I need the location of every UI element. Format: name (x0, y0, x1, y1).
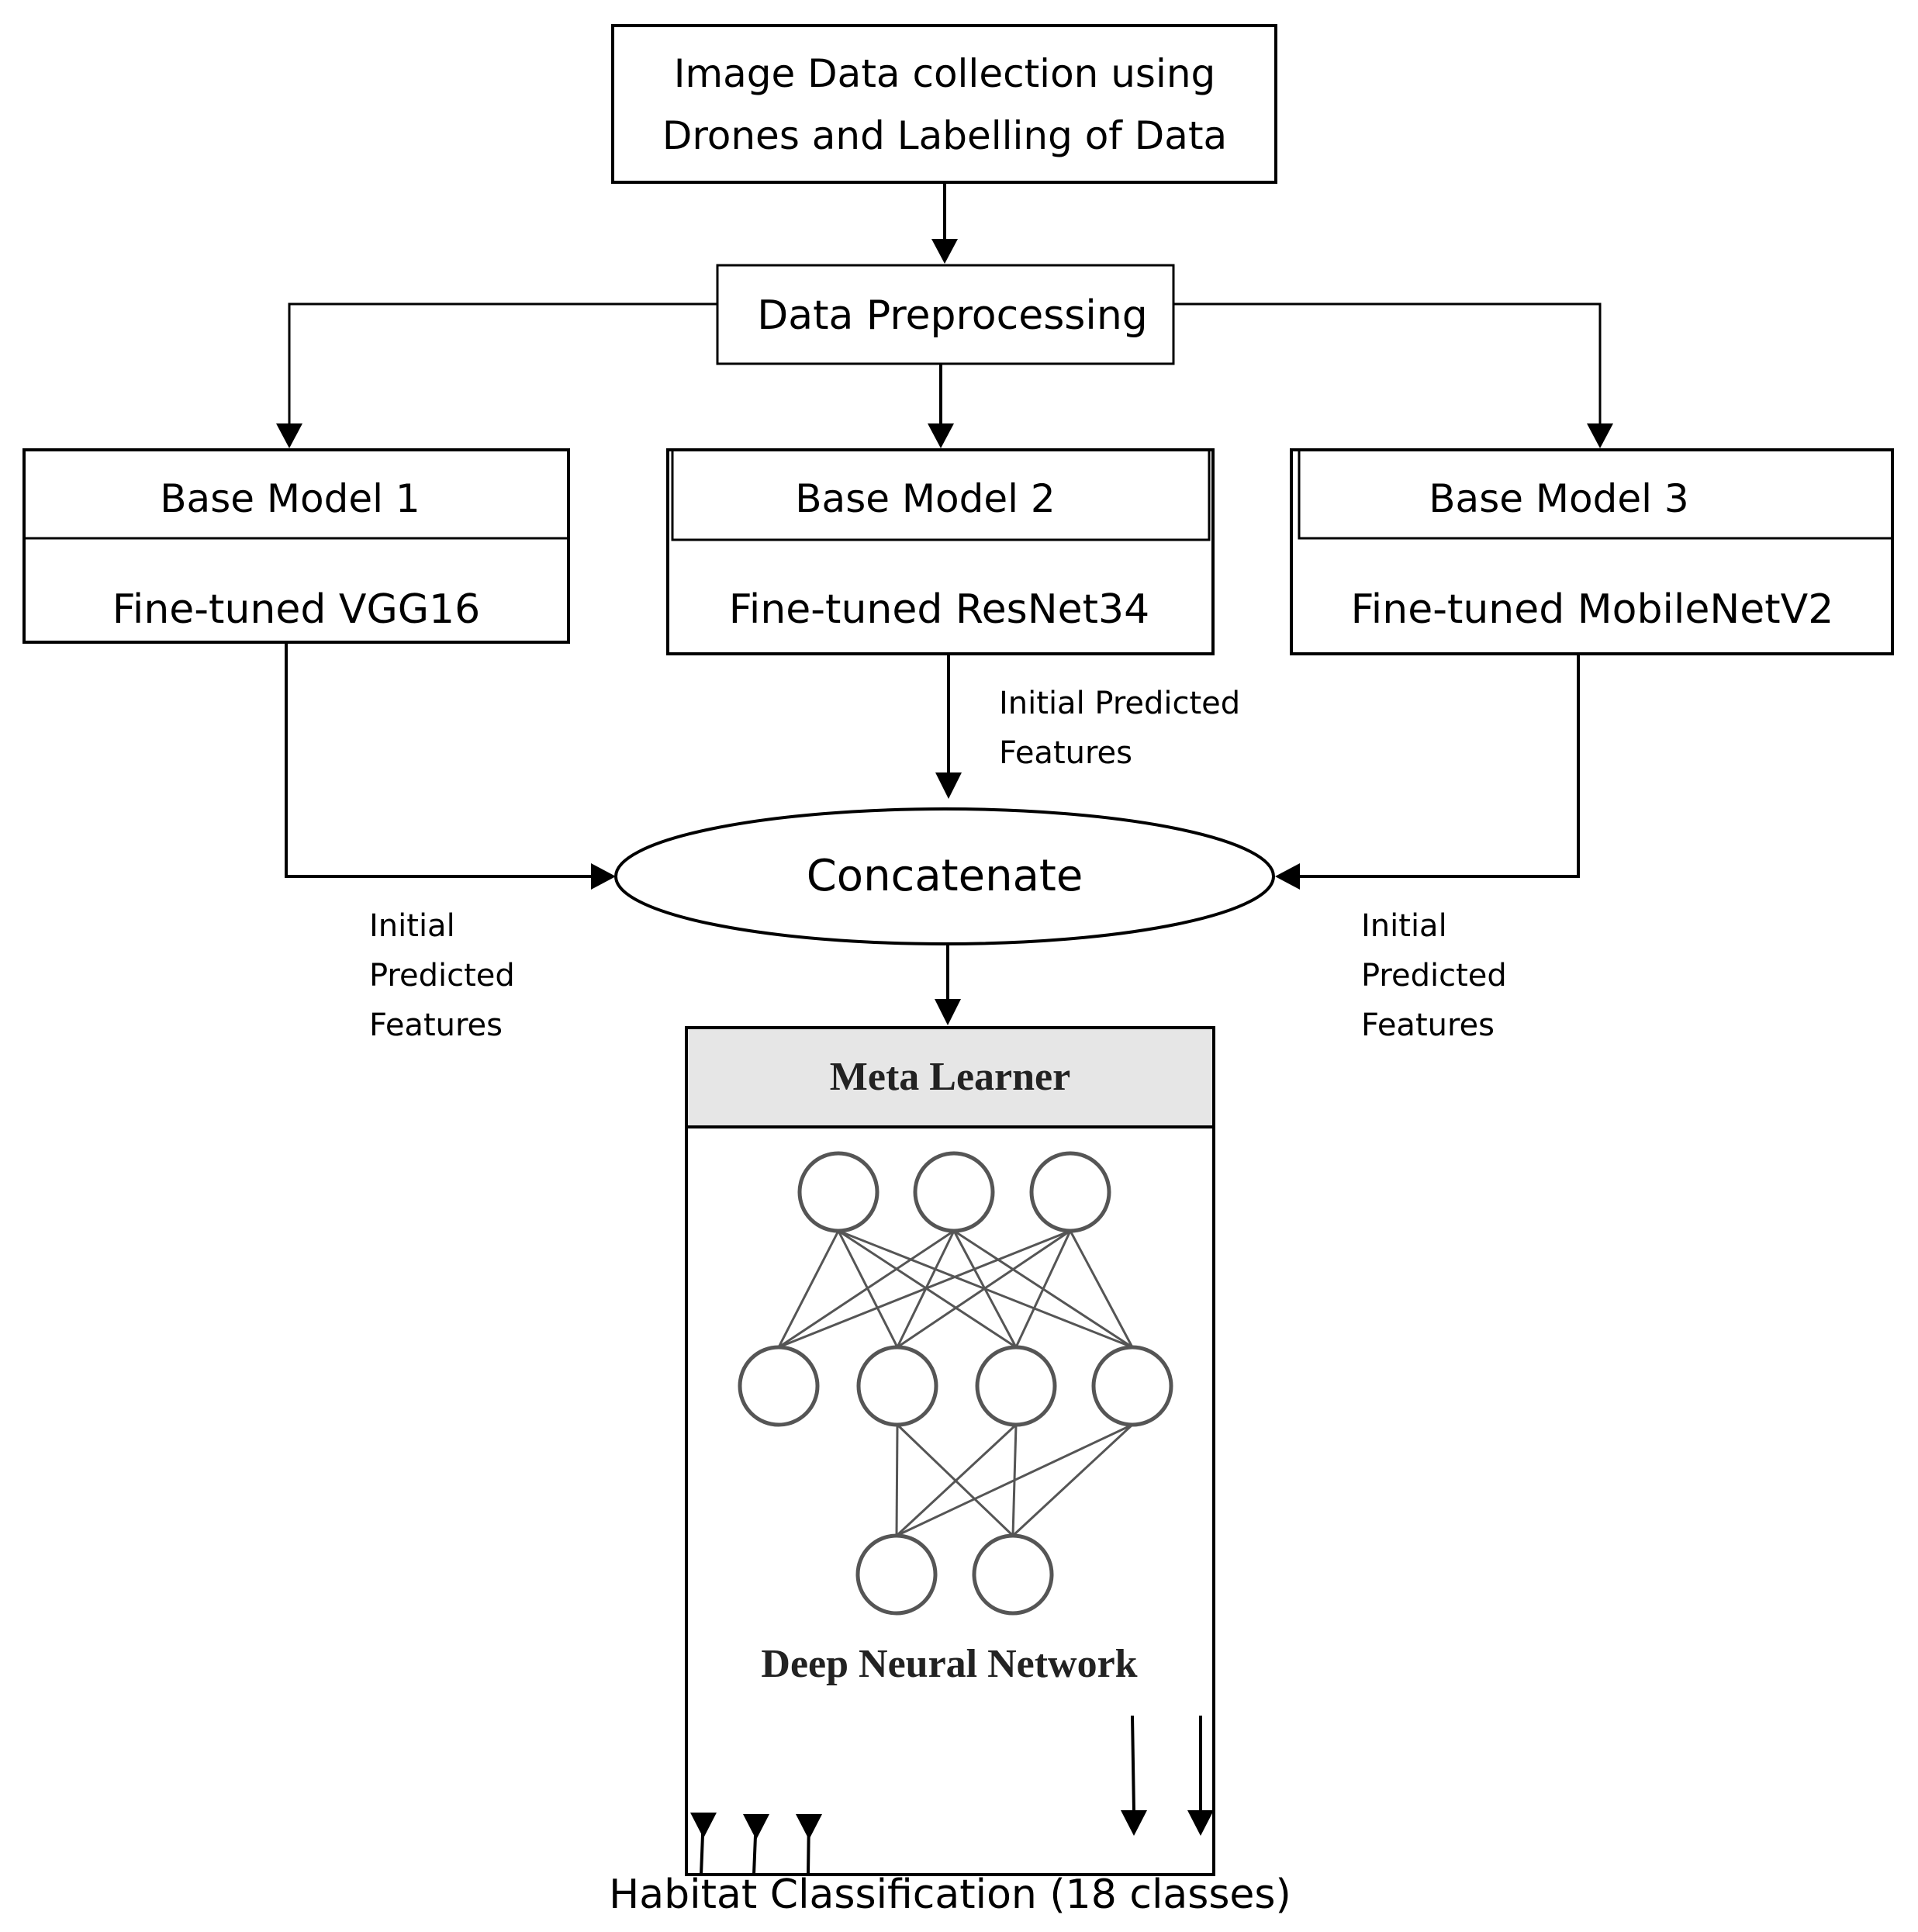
edge-collection-to-preprocessing (931, 182, 958, 264)
data-collection-node: Image Data collection using Drones and L… (611, 24, 1277, 184)
edge-label-model1-line3: Features (369, 1007, 503, 1043)
output-label: Habitat Classification (18 classes) (609, 1872, 1291, 1918)
edge-label-model3-line2: Predicted (1361, 958, 1507, 994)
base-model-2-title: Base Model 2 (795, 476, 1055, 521)
edge-label-model1-line2: Predicted (369, 958, 515, 994)
base-model-1-node: Base Model 1 Fine-tuned VGG16 (22, 448, 570, 644)
nn-connection (895, 1423, 1018, 1537)
base-model-3-subtitle: Fine-tuned MobileNetV2 (1351, 586, 1834, 633)
base-model-1-title: Base Model 1 (160, 476, 420, 521)
base-model-2-node: Base Model 2 Fine-tuned ResNet34 (666, 448, 1215, 655)
edge-label-model2-line1: Initial Predicted (999, 686, 1240, 721)
edge-label-model3: Initial Predicted Features (1361, 908, 1507, 1043)
nn-connection (1011, 1423, 1134, 1537)
nn-connection (778, 1229, 955, 1349)
output-arrows (690, 1715, 1214, 1875)
data-collection-line1: Image Data collection using (674, 51, 1216, 96)
nn-connection (1014, 1230, 1072, 1348)
meta-learner-title: Meta Learner (830, 1055, 1070, 1099)
nn-node-layer1-3 (1029, 1151, 1111, 1233)
meta-learner-caption: Deep Neural Network (761, 1642, 1137, 1686)
nn-node-layer3-1 (855, 1533, 938, 1616)
edge-concatenate-to-meta (935, 944, 961, 1025)
edge-model2-to-concatenate (935, 654, 962, 799)
nn-node-layer3-2 (972, 1533, 1054, 1616)
neural-network-graphic (738, 1151, 1173, 1616)
nn-connection (897, 1229, 1071, 1349)
edge-label-model3-line3: Features (1361, 1007, 1495, 1043)
edge-label-model1: Initial Predicted Features (369, 908, 515, 1043)
data-collection-line2: Drones and Labelling of Data (662, 113, 1227, 158)
nn-node-layer2-1 (738, 1345, 820, 1427)
edge-preprocessing-to-model2 (928, 364, 954, 448)
edge-label-model2: Initial Predicted Features (999, 686, 1240, 771)
edge-preprocessing-to-model3 (1173, 302, 1613, 448)
nn-node-layer2-2 (856, 1345, 938, 1427)
meta-learner-node: Meta Learner Deep Neural Network (685, 1026, 1215, 1876)
edge-model3-to-concatenate (1275, 654, 1580, 890)
edge-label-model1-line1: Initial (369, 908, 455, 944)
concatenate-label: Concatenate (807, 851, 1083, 901)
nn-node-layer1-2 (913, 1151, 995, 1233)
base-model-2-subtitle: Fine-tuned ResNet34 (729, 586, 1149, 633)
nn-node-layer1-1 (797, 1151, 880, 1233)
edge-label-model3-line1: Initial (1361, 908, 1447, 944)
edge-model1-to-concatenate (285, 642, 616, 890)
base-model-3-node: Base Model 3 Fine-tuned MobileNetV2 (1290, 448, 1894, 655)
nn-connection (778, 1229, 1071, 1349)
nn-node-layer2-3 (975, 1345, 1057, 1427)
concatenate-node: Concatenate (614, 807, 1275, 945)
edge-label-model2-line2: Features (999, 735, 1132, 771)
preprocessing-label: Data Preprocessing (757, 292, 1148, 339)
nn-connection (896, 1423, 1133, 1537)
nn-node-layer2-4 (1091, 1345, 1173, 1427)
edge-preprocessing-to-model1 (276, 302, 717, 448)
preprocessing-node: Data Preprocessing (716, 264, 1175, 365)
nn-connection (777, 1230, 840, 1348)
base-model-3-title: Base Model 3 (1429, 476, 1688, 521)
base-model-1-subtitle: Fine-tuned VGG16 (112, 586, 480, 633)
nn-connection (1069, 1230, 1134, 1348)
